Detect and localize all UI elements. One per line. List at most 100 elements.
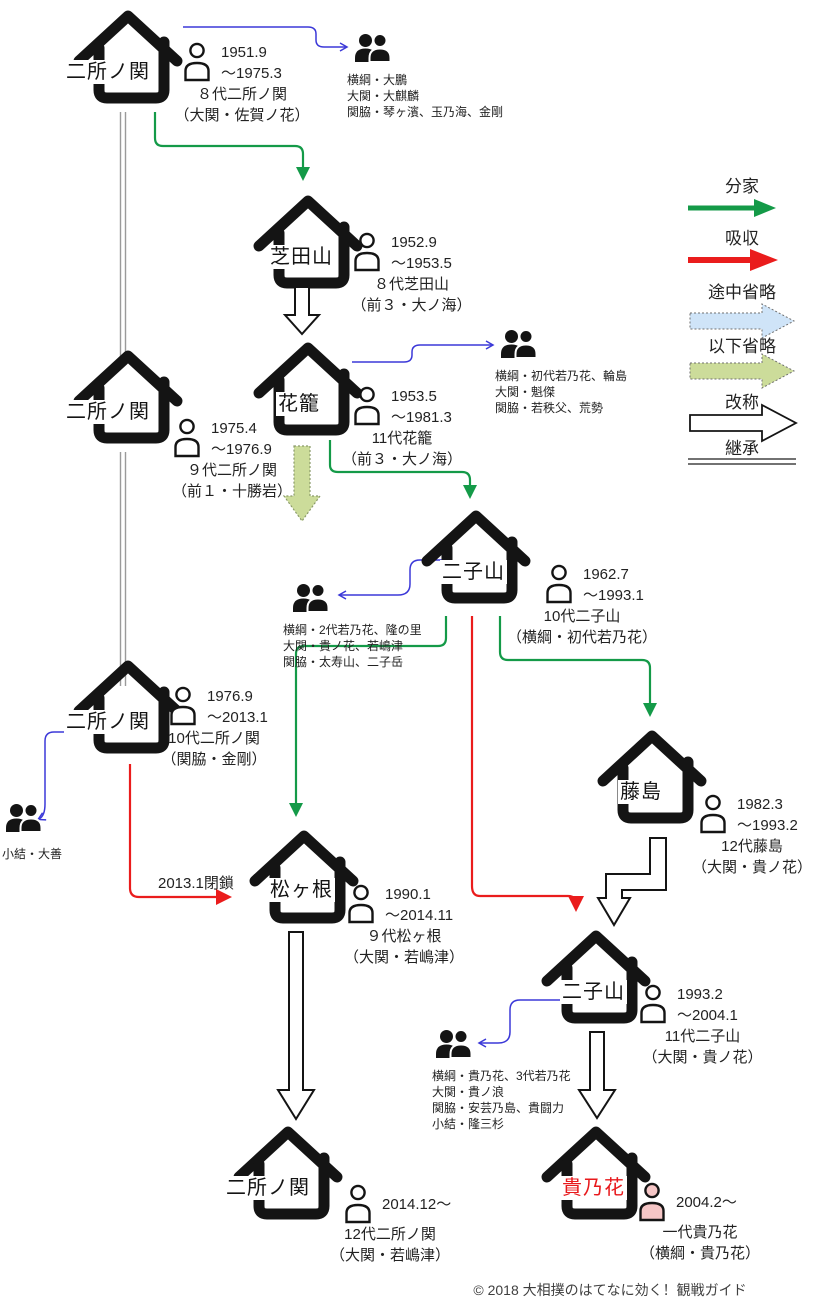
roster-hanakago: 横綱・初代若乃花、輪島 大関・魁傑 関脇・若秩父、荒勢 (495, 329, 628, 416)
people-icon (355, 33, 392, 63)
tenure: 1990.1 ～2014.11 (385, 886, 454, 924)
house-label-shibatayama: 芝田山 (268, 245, 335, 269)
house-label-futagoyama-1: 二子山 (440, 560, 507, 584)
person-icon (348, 884, 374, 924)
person-icon (184, 42, 210, 82)
person-icon (345, 1184, 371, 1224)
person-icon (546, 564, 572, 604)
closure-label: 2013.1閉鎖 (158, 875, 234, 892)
roster-futagoyama-2: 横綱・貴乃花、3代若乃花 大関・貴ノ浪 関脇・安芸乃島、貴闘力 小結・隆三杉 (432, 1029, 571, 1132)
rank: （大関・佐賀ノ花） (174, 107, 310, 124)
master-info-nishonoseki-4: 2014.12～ 12代二所ノ関 （大関・若嶋津） (325, 1184, 455, 1266)
connector-futagoyama1-roster (337, 559, 447, 600)
generation: ８代芝田山 (373, 276, 449, 293)
person-icon (640, 984, 666, 1024)
person-icon (354, 232, 380, 272)
legend-shapes (688, 199, 798, 465)
rank: （前３・大ノ海） (341, 451, 462, 468)
roster-names: 小結・大善 (2, 847, 63, 861)
rename-arrow-futagoyama-takanohana (577, 1031, 617, 1120)
generation: 11代二子山 (664, 1028, 741, 1045)
legend-label-absorb: 吸収 (725, 229, 759, 248)
rank: （大関・若嶋津） (329, 1247, 450, 1264)
generation: 一代貴乃花 (662, 1224, 738, 1241)
house-label-takanohana: 貴乃花 (560, 1176, 627, 1200)
house-label-matsugane: 松ヶ根 (268, 878, 335, 902)
master-info-takanohana: 2004.2～ 一代貴乃花 （横綱・貴乃花） (625, 1182, 775, 1264)
connector-hanakago-roster (352, 340, 495, 363)
rank: （前３・大ノ海） (351, 297, 472, 314)
succession-line-1 (119, 112, 127, 358)
absorb-nishonoseki-to-matsugane (128, 764, 232, 905)
generation: 12代藤島 (721, 838, 783, 855)
people-icon (6, 803, 43, 833)
person-icon-pink (639, 1182, 665, 1222)
roster-names: 横綱・2代若乃花、隆の里 大関・貴ノ花、若嶋津 関脇・太寿山、二子岳 (283, 623, 422, 669)
master-info-nishonoseki-3: 1976.9 ～2013.1 10代二所ノ関 （関脇・金剛） (150, 686, 278, 770)
house-shibatayama (259, 201, 357, 283)
tenure: 2004.2～ (676, 1193, 737, 1211)
master-info-nishonoseki-2: 1975.4 ～1976.9 ９代二所ノ関 （前１・十勝岩） (162, 418, 302, 502)
connector-nishonoseki3-roster (36, 731, 99, 821)
legend-label-succession: 継承 (725, 439, 759, 458)
roster-futagoyama-1: 横綱・2代若乃花、隆の里 大関・貴ノ花、若嶋津 関脇・太寿山、二子岳 (283, 583, 422, 670)
legend-label-below-omitted: 以下省略 (708, 337, 776, 356)
branch-futagoyama-to-fujishima (498, 616, 657, 717)
house-label-hanakago: 花籠 (276, 392, 322, 416)
tenure: 1951.9 ～1975.3 (221, 44, 282, 82)
omitted-below-arrow-hanakago (282, 445, 322, 523)
rename-arrow-matsugane-nishonoseki (276, 931, 316, 1121)
branch-nishonoseki-to-shibatayama (153, 112, 310, 181)
person-icon (700, 794, 726, 834)
generation: 11代花籠 (371, 430, 433, 447)
tenure: 2014.12～ (382, 1195, 452, 1213)
roster-nishonoseki-1: 横綱・大鵬 大関・大麒麟 関脇・琴ヶ濱、玉乃海、金剛 (347, 33, 504, 120)
rank: （大関・貴ノ花） (691, 859, 812, 876)
footer-credit: © 2018 大相撲のはてなに効く！観戦ガイド (473, 1282, 747, 1298)
house-label-nishonoseki-3: 二所ノ関 (64, 710, 152, 734)
rank: （大関・若嶋津） (343, 949, 464, 966)
house-label-futagoyama-2: 二子山 (560, 980, 627, 1004)
rank: （横綱・貴乃花） (639, 1245, 760, 1262)
house-nishonoseki-4 (239, 1132, 337, 1214)
rank: （関脇・金剛） (161, 751, 267, 768)
rank: （大関・貴ノ花） (642, 1049, 763, 1066)
roster-names: 横綱・貴乃花、3代若乃花 大関・貴ノ浪 関脇・安芸乃島、貴闘力 小結・隆三杉 (432, 1069, 571, 1131)
rename-arrow-shibatayama-hanakago (282, 286, 322, 336)
people-icon (436, 1029, 473, 1059)
person-icon (354, 386, 380, 426)
house-label-fujishima: 藤島 (618, 780, 664, 804)
roster-nishonoseki-3: 小結・大善 (2, 803, 63, 862)
roster-names: 横綱・初代若乃花、輪島 大関・魁傑 関脇・若秩父、荒勢 (495, 369, 628, 415)
tenure: 1982.3 ～1993.2 (737, 796, 798, 834)
master-info-nishonoseki-1: 1951.9 ～1975.3 ８代二所ノ関 （大関・佐賀ノ花） (162, 42, 322, 126)
master-info-matsugane: 1990.1 ～2014.11 ９代松ヶ根 （大関・若嶋津） (340, 884, 468, 968)
rank: （横綱・初代若乃花） (506, 629, 657, 646)
branch-hanakago-to-futagoyama (328, 440, 477, 499)
generation: ８代二所ノ関 (196, 86, 287, 103)
legend-label-middle-omitted: 途中省略 (708, 283, 776, 302)
branch-futagoyama-to-matsugane (289, 616, 448, 817)
rename-arrow-fujishima-futagoyama (596, 837, 667, 927)
person-icon (170, 686, 196, 726)
tenure: 1952.9 ～1953.5 (391, 234, 452, 272)
roster-names: 横綱・大鵬 大関・大麒麟 関脇・琴ヶ濱、玉乃海、金剛 (347, 73, 504, 119)
master-info-futagoyama-1: 1962.7 ～1993.1 10代二子山 （横綱・初代若乃花） (496, 564, 668, 648)
tenure: 1953.5 ～1981.3 (391, 388, 452, 426)
person-icon (174, 418, 200, 458)
tenure: 1975.4 ～1976.9 (211, 420, 272, 458)
house-label-nishonoseki-2: 二所ノ関 (64, 400, 152, 424)
legend-label-branch: 分家 (725, 177, 759, 196)
generation: 10代二子山 (543, 608, 621, 625)
generation: ９代松ヶ根 (366, 928, 442, 945)
master-info-fujishima: 1982.3 ～1993.2 12代藤島 （大関・貴ノ花） (686, 794, 818, 878)
connector-futagoyama2-roster (477, 999, 567, 1048)
legend-label-rename: 改称 (725, 393, 759, 412)
generation: 10代二所ノ関 (168, 730, 260, 747)
master-info-hanakago: 1953.5 ～1981.3 11代花籠 （前３・大ノ海） (338, 386, 466, 470)
people-icon (293, 583, 330, 613)
master-info-futagoyama-2: 1993.2 ～2004.1 11代二子山 （大関・貴ノ花） (630, 984, 775, 1068)
master-info-shibatayama: 1952.9 ～1953.5 ８代芝田山 （前３・大ノ海） (344, 232, 479, 316)
